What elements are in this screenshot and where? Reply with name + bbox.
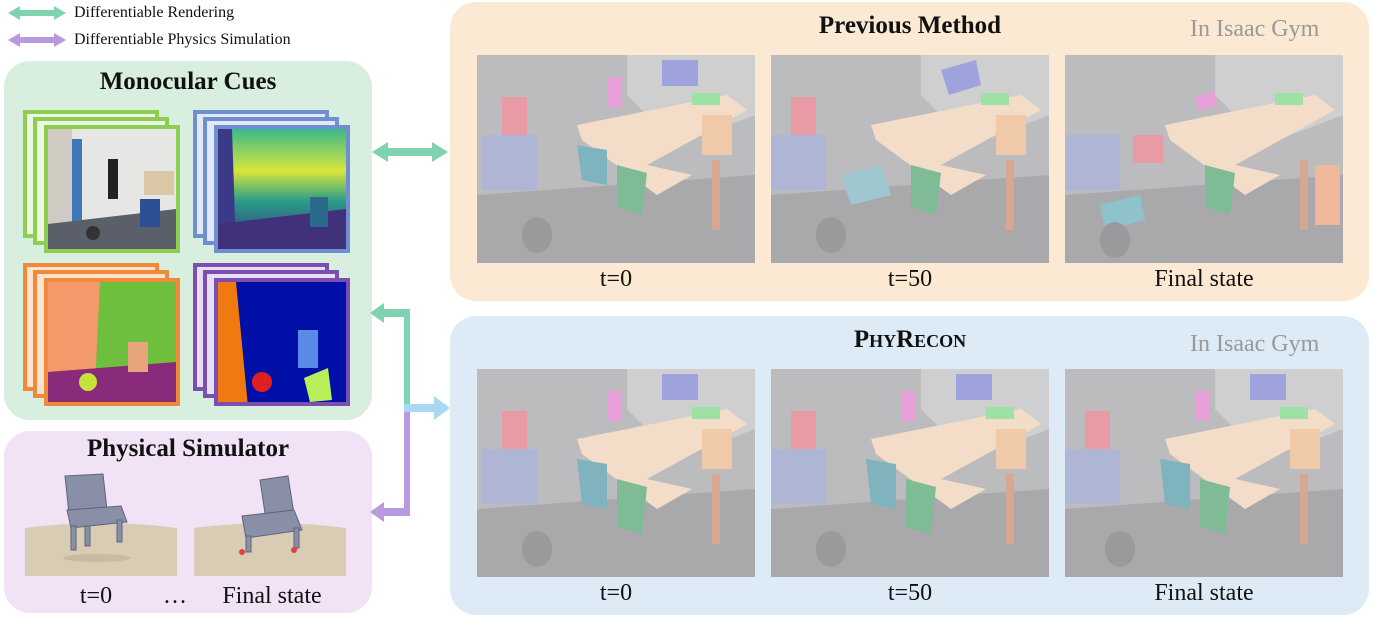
phyrecon-caption-final: Final state: [1154, 580, 1254, 606]
physical-simulator-panel: [4, 431, 372, 613]
legend-rendering: Differentiable Rendering: [8, 2, 234, 24]
phyrecon-caption-t50: t=50: [887, 580, 933, 606]
previous-caption-final: Final state: [1154, 266, 1254, 292]
previous-scene-t50: [771, 55, 1049, 263]
bracket-arrows: [370, 303, 450, 522]
simulator-image-final: [194, 470, 346, 576]
phyrecon-scene-final: [1065, 369, 1343, 577]
depth-image: [214, 125, 350, 253]
normal-image: [44, 278, 180, 406]
phyrecon-scene-t50: [771, 369, 1049, 577]
phyrecon-title: PhyRecon: [853, 326, 967, 353]
double-arrow-icon: [8, 6, 66, 20]
previous-method-title: Previous Method: [818, 12, 1002, 39]
phyrecon-caption-t0: t=0: [599, 580, 633, 606]
previous-scene-final: [1065, 55, 1343, 263]
monocular-cues-title: Monocular Cues: [99, 68, 277, 95]
simulator-caption-ellipsis: …: [163, 583, 187, 609]
previous-scene-t0: [477, 55, 755, 263]
semantic-image: [214, 278, 350, 406]
rendering-arrow-top: [372, 142, 448, 162]
simulator-caption-t0: t=0: [79, 583, 113, 609]
previous-caption-t50: t=50: [887, 266, 933, 292]
simulator-caption-final: Final state: [222, 583, 322, 609]
previous-method-subtitle: In Isaac Gym: [1190, 16, 1320, 42]
legend-physics-label: Differentiable Physics Simulation: [74, 31, 291, 48]
physical-simulator-title: Physical Simulator: [86, 435, 290, 462]
simulator-image-t0: [25, 470, 177, 576]
phyrecon-scene-t0: [477, 369, 755, 577]
legend-rendering-label: Differentiable Rendering: [74, 4, 235, 21]
previous-caption-t0: t=0: [599, 266, 633, 292]
phyrecon-subtitle: In Isaac Gym: [1190, 331, 1320, 357]
double-arrow-icon: [8, 33, 66, 47]
legend-physics: Differentiable Physics Simulation: [8, 29, 291, 51]
rgb-image: [44, 125, 180, 253]
